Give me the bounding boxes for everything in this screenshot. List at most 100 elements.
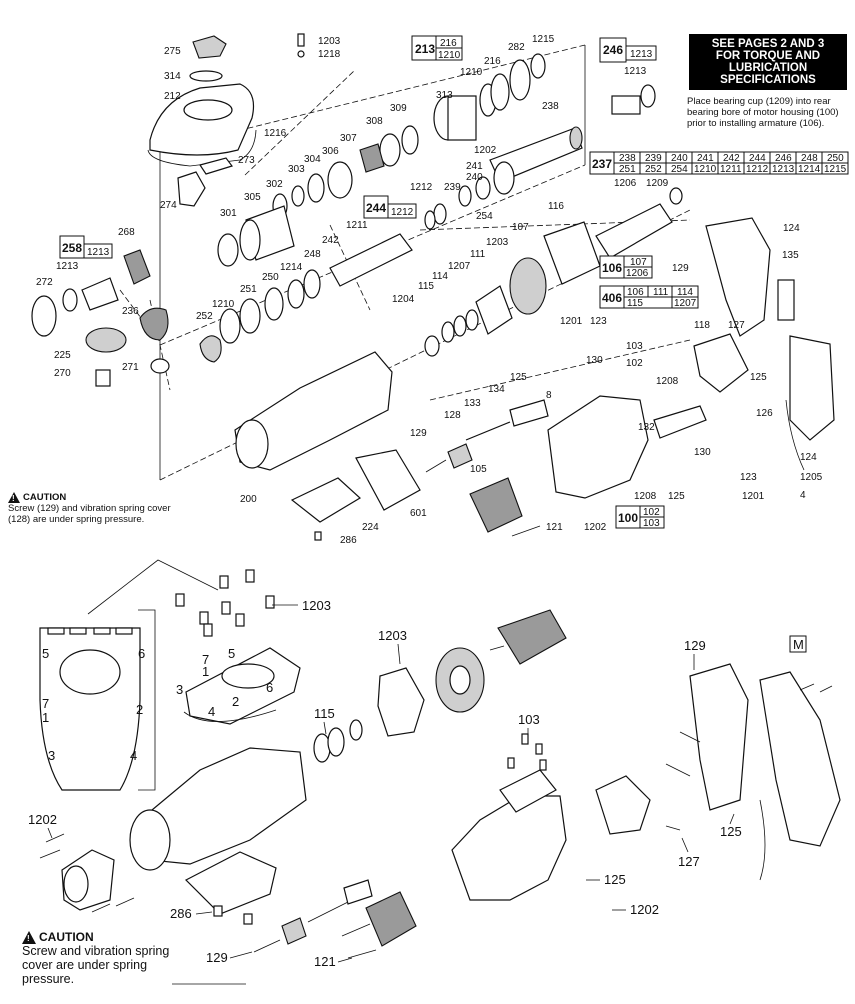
part-246-drive <box>611 95 641 115</box>
callout-304: 304 <box>304 154 321 165</box>
part-115-ring <box>441 321 455 343</box>
part-1205-cord <box>785 399 805 471</box>
kit-237-cell-label: 238 <box>619 153 636 164</box>
callout-601: 601 <box>410 508 427 519</box>
kit-237-cell-label: 240 <box>671 153 688 164</box>
kit-237-cell-label: 1215 <box>824 164 847 175</box>
svg-text:114: 114 <box>677 287 693 298</box>
callout-224: 224 <box>362 522 379 533</box>
kit-237-cell-label: 250 <box>827 153 844 164</box>
callout-1211: 1211 <box>346 220 368 231</box>
part-601-chuck <box>355 449 421 511</box>
callout-240: 240 <box>466 172 483 183</box>
bottom-callout-286: 286 <box>170 906 192 921</box>
part-1213-ring-left <box>62 288 78 312</box>
left-gear-assembly <box>31 249 170 387</box>
callout-305: 305 <box>244 192 261 203</box>
part-272-cap <box>31 295 57 337</box>
motor-housing <box>451 795 567 901</box>
svg-text:1210: 1210 <box>438 50 461 61</box>
bottom-callout-129-b: 129 <box>206 950 228 965</box>
part-132-switch <box>653 405 707 439</box>
part-121-screw <box>511 525 541 537</box>
callout-128: 128 <box>444 410 461 421</box>
callout-1204: 1204 <box>392 294 415 305</box>
brush-screws <box>507 733 547 771</box>
part-224-cover <box>290 477 362 523</box>
svg-text:244: 244 <box>366 201 386 215</box>
part-128-cover <box>447 443 473 469</box>
svg-text:6: 6 <box>266 680 273 695</box>
callout-114: 114 <box>432 271 448 282</box>
bottom-callout-125-a: 125 <box>604 872 626 887</box>
part-1210b-ring <box>219 308 241 344</box>
spindle-assembly <box>199 53 656 363</box>
part-105-field <box>469 477 523 533</box>
callout-1208-top: 1208 <box>656 376 679 387</box>
callout-271: 271 <box>122 362 139 373</box>
part-251-ring <box>239 298 261 334</box>
kit-237-cell-label: 1213 <box>772 164 795 175</box>
part-111-bearing-plate <box>475 285 513 335</box>
svg-text:111: 111 <box>653 287 669 298</box>
spec-line-3: LUBRICATION <box>728 62 808 74</box>
spec-line-1: SEE PAGES 2 AND 3 <box>711 38 825 50</box>
kit-237-cell-label: 1210 <box>694 164 717 175</box>
part-248-ring <box>303 269 321 299</box>
callout-1213-left: 1213 <box>56 261 79 272</box>
callout-1216: 1216 <box>264 128 287 139</box>
callout-1210-mid: 1210 <box>212 299 235 310</box>
ring-115 <box>313 733 331 763</box>
spec-line-4: SPECIFICATIONS <box>720 74 816 86</box>
adaptor-screws <box>39 833 135 913</box>
part-225-gear <box>85 327 127 353</box>
part-242-shaft <box>329 233 413 287</box>
callout-107: 107 <box>512 222 529 233</box>
callout-313: 313 <box>436 90 453 101</box>
kit-box-106: 106 107 1206 <box>599 255 653 279</box>
part-1204-ring <box>424 335 440 357</box>
callout-1201-low: 1201 <box>742 491 765 502</box>
svg-text:216: 216 <box>440 38 457 49</box>
callout-1201-top: 1201 <box>560 316 583 327</box>
callout-314: 314 <box>164 71 181 82</box>
svg-text:7: 7 <box>42 696 49 711</box>
callout-251: 251 <box>240 284 257 295</box>
svg-text:2: 2 <box>232 694 239 709</box>
bottom-callout-127: 127 <box>678 854 700 869</box>
part-116-baffle <box>543 221 601 285</box>
caution-note-bottom: CAUTION Screw and vibration spring cover… <box>22 930 202 986</box>
kit-237-cell-label: 1214 <box>798 164 821 175</box>
callout-132: 132 <box>638 422 655 433</box>
callout-270: 270 <box>54 368 71 379</box>
callout-130-top: 130 <box>586 355 603 366</box>
callout-134: 134 <box>488 384 505 395</box>
bottom-callout-103: 103 <box>518 712 540 727</box>
callout-1209: 1209 <box>646 178 669 189</box>
part-1209-cup <box>669 187 683 205</box>
kit-237-cell-label: 252 <box>645 164 662 175</box>
svg-text:258: 258 <box>62 241 82 255</box>
svg-text:102: 102 <box>643 507 660 518</box>
callout-124-bottom: 124 <box>800 452 817 463</box>
bottom-callout-1203-a: 1203 <box>302 598 331 613</box>
part-1215-clip <box>530 53 546 79</box>
callout-248: 248 <box>304 249 321 260</box>
svg-text:213: 213 <box>415 42 435 56</box>
callout-1214: 1214 <box>280 262 303 273</box>
callout-274: 274 <box>160 200 177 211</box>
callout-129-left: 129 <box>410 428 427 439</box>
callout-133: 133 <box>464 398 481 409</box>
screw-129 <box>253 939 281 953</box>
callout-4: 4 <box>800 490 806 501</box>
part-118-handle-half <box>693 333 749 393</box>
lock-lever <box>343 879 373 905</box>
part-309-ring <box>401 125 419 155</box>
screw-121 <box>341 923 371 937</box>
svg-text:6: 6 <box>138 646 145 661</box>
callout-125-low: 125 <box>668 491 685 502</box>
part-252-bearing <box>199 335 222 363</box>
callout-225: 225 <box>54 350 71 361</box>
part-314-oring <box>189 70 223 82</box>
